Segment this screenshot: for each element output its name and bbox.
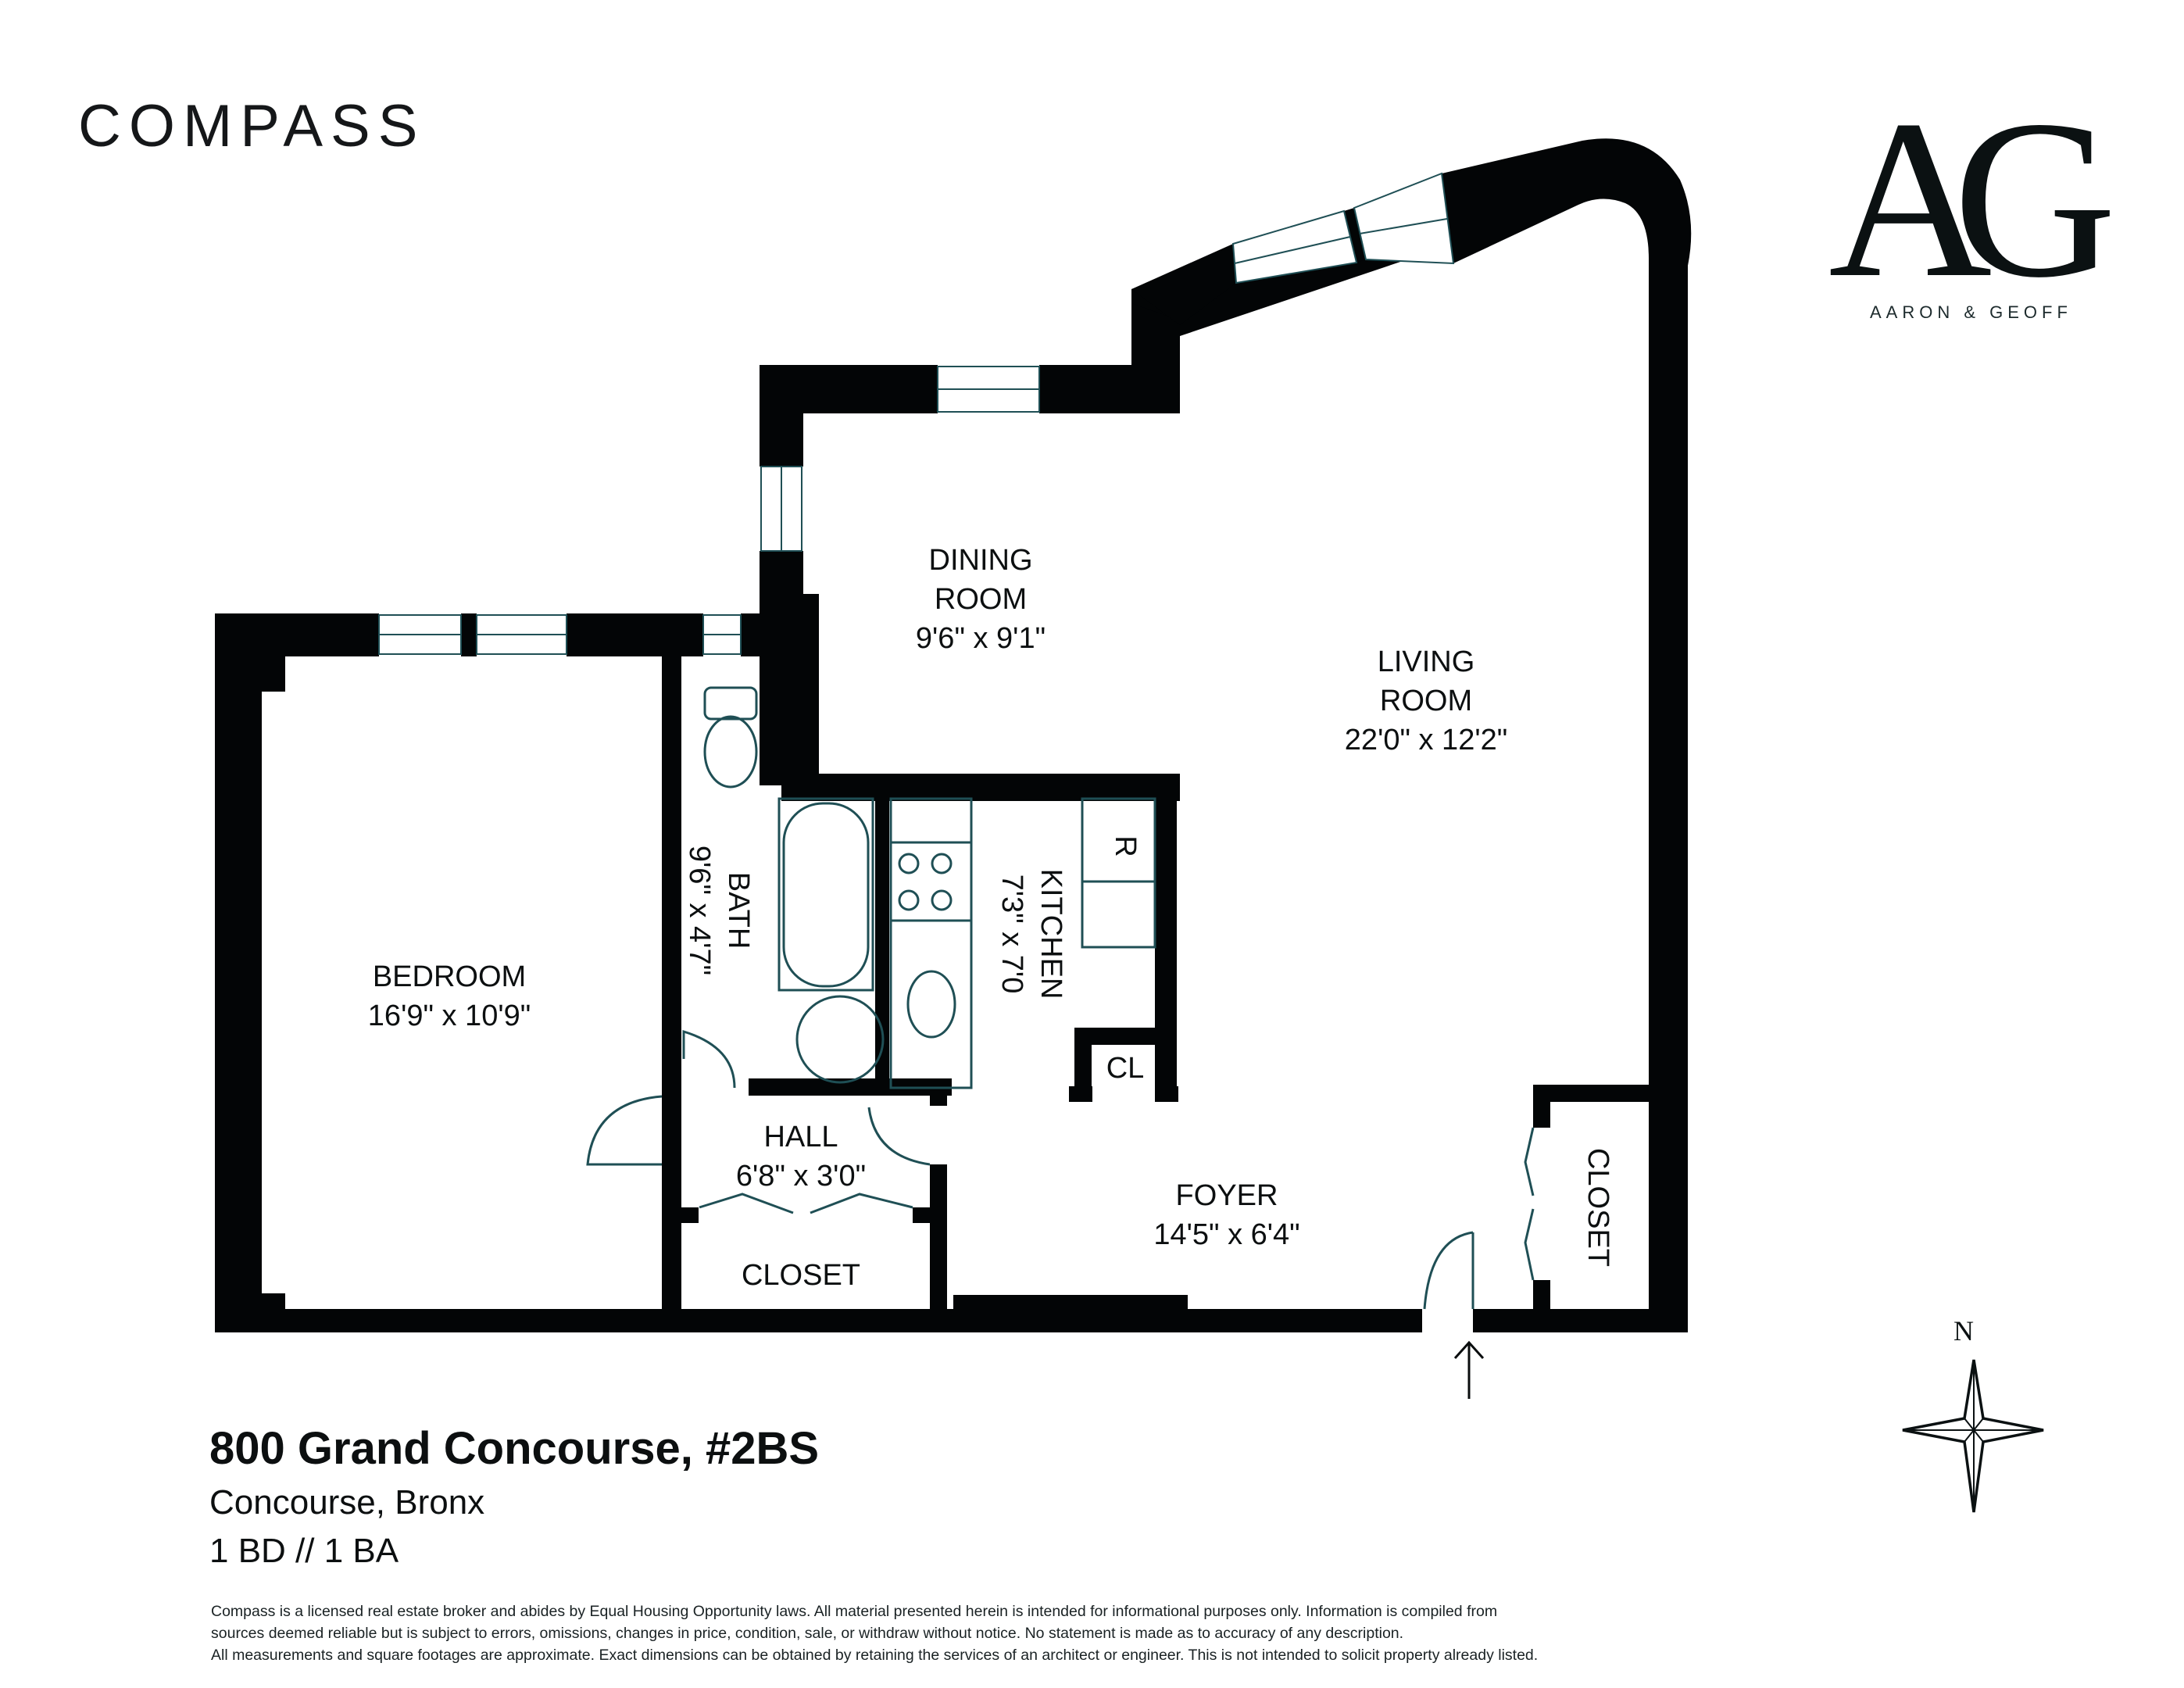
dining-room-dimensions: 9'6" x 9'1" — [915, 622, 1046, 655]
windows — [378, 172, 1455, 655]
kitchen-counter — [889, 797, 973, 1089]
disclaimer-line-1: Compass is a licensed real estate broker… — [211, 1603, 1498, 1620]
foyer-dimensions: 14'5" x 6'4" — [1153, 1218, 1300, 1251]
bath-name: BATH — [722, 871, 755, 950]
foyer-label: FOYER 14'5" x 6'4" — [1125, 1176, 1328, 1254]
bath-dimensions: 9'6" x 4'7" — [683, 845, 716, 976]
foyer-closet-label: CLOSET — [1582, 1147, 1614, 1268]
refrigerator-label: R — [1109, 835, 1142, 857]
ag-monogram: AG — [1828, 73, 2117, 324]
dining-room-name-line2: ROOM — [934, 583, 1028, 616]
bathtub-basin — [782, 802, 870, 988]
stove — [889, 841, 973, 922]
toilet-tank — [703, 686, 758, 721]
agent-team-name: AARON & GEOFF — [1870, 302, 2072, 322]
fixtures — [586, 686, 1535, 1310]
bedroom-dimensions: 16'9" x 10'9" — [367, 1000, 531, 1032]
bath-label: BATH 9'6" x 4'7" — [680, 832, 758, 989]
hall-door-swing — [867, 1107, 931, 1166]
north-label: N — [1953, 1315, 1974, 1346]
kitchen-name: KITCHEN — [1035, 868, 1067, 1000]
hall-dimensions: 6'8" x 3'0" — [735, 1160, 867, 1193]
hall-label: HALL 6'8" x 3'0" — [711, 1118, 891, 1196]
disclaimer-line-2: sources deemed reliable but is subject t… — [211, 1625, 1404, 1642]
disclaimer-line-3: All measurements and square footages are… — [211, 1647, 1539, 1664]
bedroom-label: BEDROOM 16'9" x 10'9" — [348, 957, 551, 1035]
toilet-bowl — [703, 715, 758, 789]
living-room-name-line2: ROOM — [1379, 685, 1473, 717]
bath-door-swing — [682, 1029, 736, 1089]
kitchen-label: KITCHEN 7'3" x 7'0 — [992, 848, 1071, 1020]
bath-sink — [795, 995, 885, 1084]
entry-door-swing — [1423, 1231, 1474, 1310]
kitchen-closet-label: CL — [1106, 1052, 1145, 1085]
legal-disclaimer: Compass is a licensed real estate broker… — [211, 1600, 1930, 1666]
kitchen-sink — [906, 970, 956, 1039]
living-room-label: LIVING ROOM 22'0" x 12'2" — [1344, 642, 1508, 760]
listing-neighborhood: Concourse, Bronx — [209, 1483, 485, 1522]
compass-logo: COMPASS — [78, 93, 426, 159]
foyer-name: FOYER — [1175, 1179, 1278, 1212]
entry-arrow-icon — [1453, 1340, 1485, 1399]
kitchen-dimensions: 7'3" x 7'0 — [995, 874, 1028, 994]
bathtub-outline — [777, 797, 874, 992]
living-room-name-line1: LIVING — [1377, 646, 1475, 678]
bedroom-name: BEDROOM — [372, 960, 527, 993]
hall-name: HALL — [763, 1121, 838, 1153]
listing-beds-baths: 1 BD // 1 BA — [209, 1532, 399, 1570]
compass-rose-icon — [1902, 1359, 2044, 1513]
listing-address: 800 Grand Concourse, #2BS — [209, 1423, 820, 1474]
hall-closet-label: CLOSET — [741, 1259, 861, 1292]
bedroom-door-swing — [586, 1095, 663, 1166]
aaron-geoff-logo: AG AARON & GEOFF — [1828, 73, 2125, 332]
dining-room-label: DINING ROOM 9'6" x 9'1" — [903, 541, 1059, 658]
living-room-dimensions: 22'0" x 12'2" — [1344, 724, 1508, 756]
refrigerator — [1081, 797, 1156, 949]
dining-room-name-line1: DINING — [928, 544, 1033, 577]
